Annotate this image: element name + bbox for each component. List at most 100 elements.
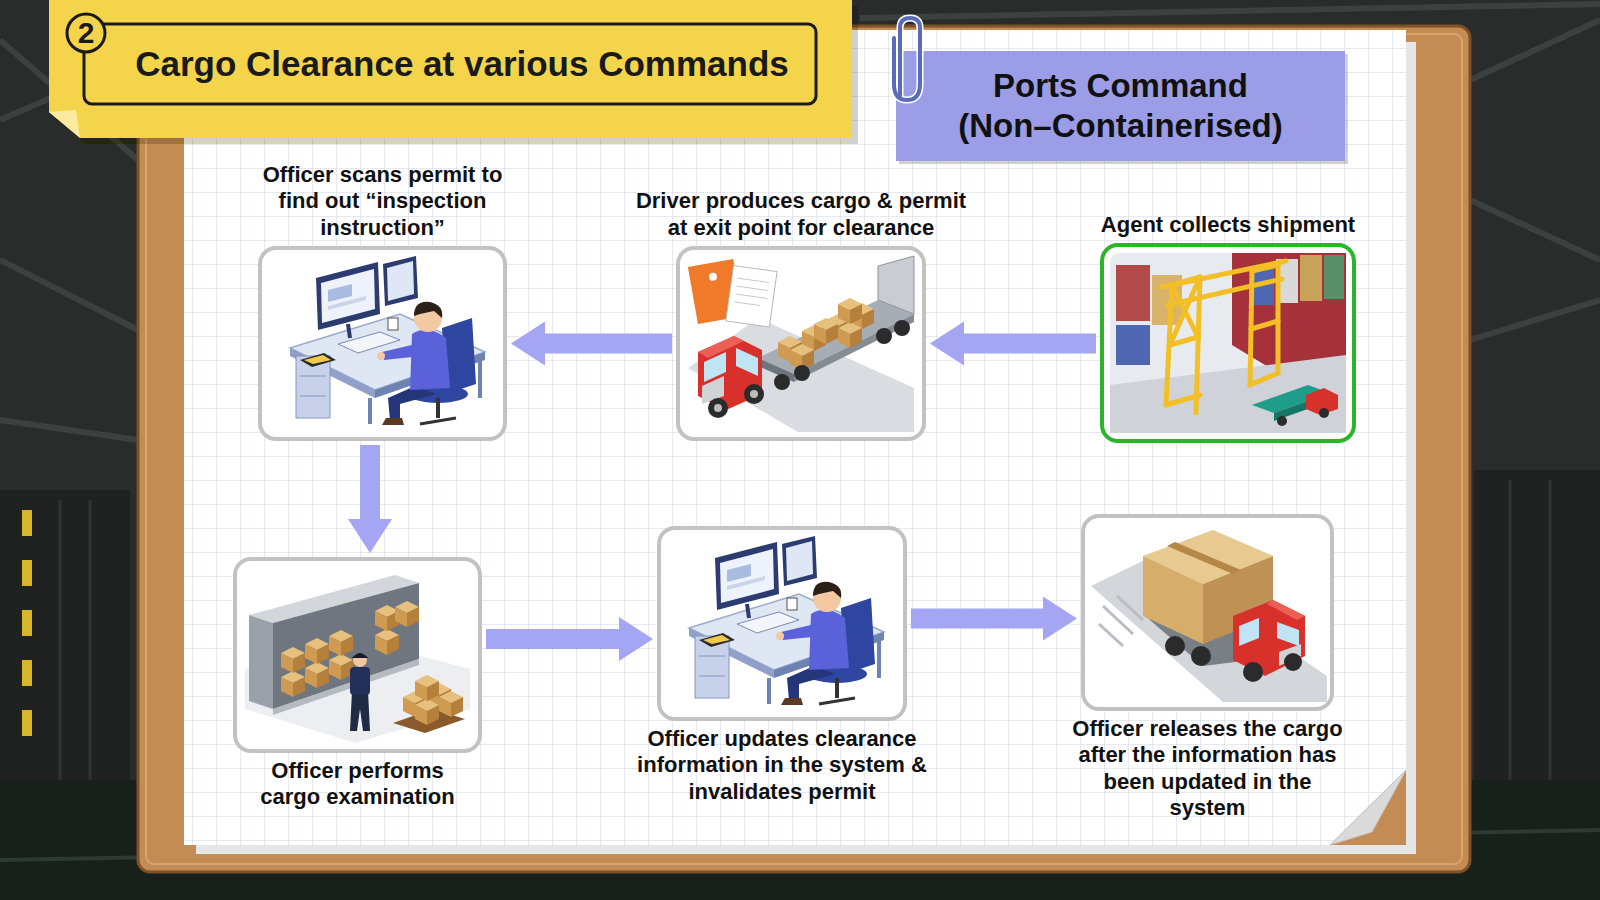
illustration-part: [1166, 265, 1278, 405]
word: 2: [78, 16, 95, 49]
word: Agent: [1101, 212, 1163, 237]
word: after: [1079, 742, 1127, 767]
word: exit: [693, 215, 731, 240]
flow-arrow: [545, 334, 672, 354]
illustration-part: [1162, 261, 1286, 413]
word: to: [482, 162, 503, 187]
illustration-part: [1510, 480, 1550, 780]
flow-arrow: [964, 334, 1096, 354]
word: clearance: [815, 726, 917, 751]
illustration-part: [415, 699, 439, 725]
illustration-part: [1330, 770, 1406, 845]
word: scans: [340, 162, 402, 187]
illustration-part: [1116, 325, 1150, 365]
word: “inspection: [365, 188, 486, 213]
illustration-part: [1267, 600, 1305, 620]
illustration-part: [439, 691, 463, 717]
illustration-part: [894, 18, 920, 100]
illustration-part: [350, 691, 370, 731]
illustration-part: [329, 654, 353, 680]
illustration-part: [1099, 624, 1123, 646]
word: permit: [808, 779, 875, 804]
word: in: [764, 752, 784, 777]
illustration-part: [352, 653, 368, 658]
port-gantry-crane: [1110, 253, 1346, 433]
process-step: Officer updates clearance information in…: [659, 528, 905, 719]
word: &: [877, 188, 893, 213]
illustration-part: [714, 404, 722, 412]
illustration-part: [395, 601, 419, 627]
word: (Non–Containerised): [958, 107, 1283, 144]
illustration-part: [290, 256, 485, 425]
word: examination: [326, 784, 454, 809]
illustration-part: [894, 18, 920, 100]
officer-desk-update: [689, 536, 884, 705]
folder: [138, 26, 1470, 872]
word: information: [637, 752, 758, 777]
illustration-part: [273, 583, 419, 709]
illustration-part: [249, 615, 273, 709]
illustration-part: [1300, 255, 1322, 301]
title-text: Cargo Clearance at various Commands: [135, 44, 789, 84]
word: Officer: [263, 162, 334, 187]
word: in: [1253, 769, 1273, 794]
illustration-part: [678, 248, 924, 439]
illustration-part: [22, 610, 32, 636]
illustration-part: [1509, 480, 1512, 780]
illustration-part: [184, 30, 1406, 845]
text-holder: Officer scans permit to find out “inspec…: [253, 162, 513, 241]
word: find: [279, 188, 319, 213]
word: Commands: [598, 44, 789, 83]
word: permit: [408, 162, 475, 187]
word: at: [423, 44, 454, 83]
word: various: [464, 44, 589, 83]
word: system: [829, 752, 905, 777]
flow-arrow: [360, 445, 380, 519]
illustration-part: [0, 490, 130, 780]
illustration-part: [375, 629, 399, 655]
word: shipment: [1257, 212, 1355, 237]
word: Command: [1087, 67, 1248, 104]
illustration-part: [260, 248, 505, 439]
illustration-part: [1319, 408, 1329, 418]
word: instruction”: [320, 215, 445, 240]
illustration-part: [1099, 596, 1143, 646]
illustration-part: [1233, 600, 1305, 676]
illustration-part: [878, 256, 914, 314]
illustration-part: [1474, 470, 1600, 780]
illustration-part: [1110, 355, 1346, 433]
step-frames: [235, 245, 1354, 751]
header-band: Ports Command (Non–Containerised): [896, 51, 1345, 161]
illustration-part: [22, 710, 32, 736]
word: information: [1171, 742, 1292, 767]
illustration-part: [1277, 416, 1287, 426]
illustration-part: [708, 398, 728, 418]
process-step: Officer scans permit to find out “inspec…: [260, 248, 505, 439]
illustration-part: [49, 0, 852, 138]
word: cargo: [1283, 716, 1343, 741]
illustration-part: [353, 653, 367, 667]
illustration-part: [1166, 265, 1278, 413]
text-holder: Ports Command (Non–Containerised): [896, 51, 1345, 161]
word: collects: [1169, 212, 1251, 237]
word: Clearance: [246, 44, 413, 83]
illustration-part: [1549, 480, 1552, 780]
illustration-part: [59, 500, 62, 780]
paper-sheet: [184, 30, 1416, 854]
illustration-part: [726, 265, 777, 327]
step-caption: Officer updates clearance information in…: [627, 726, 937, 805]
illustration-part: [708, 272, 717, 281]
illustration-part: [89, 500, 92, 780]
illustration-part: [1330, 770, 1406, 845]
flow-arrow: [911, 609, 1043, 629]
truck-with-permit: [688, 256, 914, 432]
word: updated: [1161, 769, 1247, 794]
process-step: Officer performs cargo examination: [235, 559, 480, 751]
word: Officer: [1072, 716, 1143, 741]
word: Officer: [271, 758, 342, 783]
illustration-part: [894, 320, 910, 336]
illustration-part: [1102, 245, 1354, 441]
illustration-part: [60, 500, 90, 780]
word: out: [325, 188, 359, 213]
